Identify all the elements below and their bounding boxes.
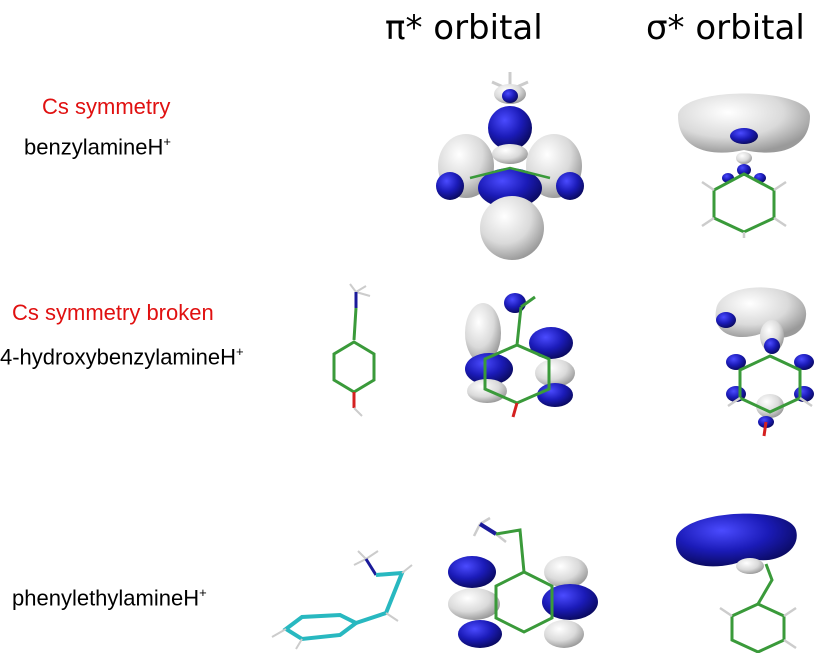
row3-molecule-structure [271,550,413,650]
row2-symmetry-label: Cs symmetry broken [12,300,214,325]
row1-pi-orbital-render [436,72,584,260]
sigma-orbital-header: σ* orbital [646,8,805,48]
pi-orbital-header: π* orbital [385,8,543,48]
row1-sigma-orbital-render [678,93,810,238]
row1-molecule-label: benzylamineH+ [24,134,171,160]
row3-pi-orbital-render [448,516,598,648]
row3-molecule-label: phenylethylamineH+ [12,585,207,611]
row2-sigma-orbital-render [715,287,814,437]
row1-symmetry-label: Cs symmetry [42,94,171,119]
row3-sigma-orbital-render [675,513,797,653]
row2-molecule-structure [332,283,376,417]
row2-pi-orbital-render [465,293,575,418]
row2-molecule-label: 4-hydroxybenzylamineH+ [0,344,244,370]
